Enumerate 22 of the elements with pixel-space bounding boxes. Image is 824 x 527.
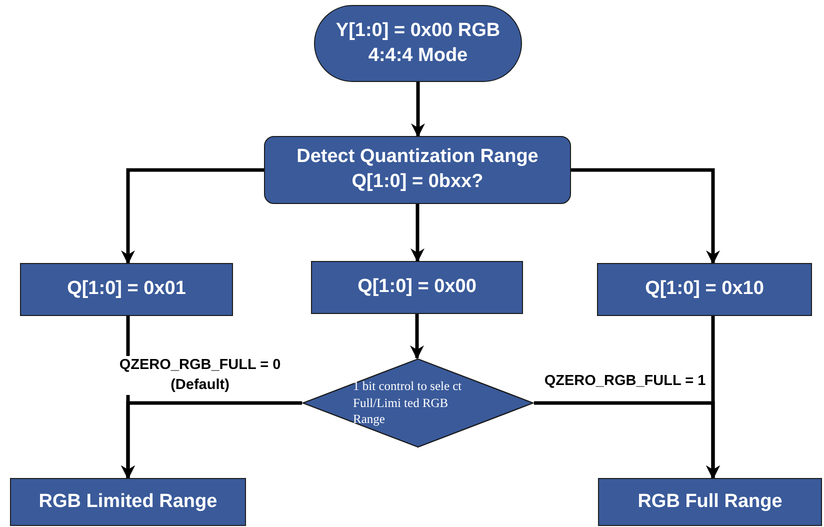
process-box xyxy=(20,263,233,316)
decision-diamond xyxy=(302,358,534,448)
arrow xyxy=(534,401,720,480)
arrow xyxy=(410,204,424,262)
process-box xyxy=(264,136,571,204)
arrow xyxy=(411,82,425,138)
node-label: 1 bit control to sele ct Full/Limi ted RGB Range xyxy=(353,378,463,428)
process-box xyxy=(598,478,822,526)
node-label: Q[1:0] = 0x01 xyxy=(67,277,186,302)
arrow xyxy=(121,168,264,264)
process-box xyxy=(10,478,246,526)
process-box xyxy=(597,263,812,316)
arrow xyxy=(121,401,302,480)
node-label: Q[1:0] = 0x00 xyxy=(358,275,476,300)
arrow xyxy=(410,314,424,360)
node-label: Detect Quantization Range Q[1:0] = 0bxx? xyxy=(296,145,540,194)
node-label: Q[1:0] = 0x10 xyxy=(645,277,764,302)
node-label: RGB Limited Range xyxy=(38,490,218,514)
node-label: Y[1:0] = 0x00 RGB 4:4:4 Mode xyxy=(334,18,502,68)
process-box xyxy=(311,261,523,314)
arrow xyxy=(571,168,720,264)
node-label: RGB Full Range xyxy=(638,490,782,514)
